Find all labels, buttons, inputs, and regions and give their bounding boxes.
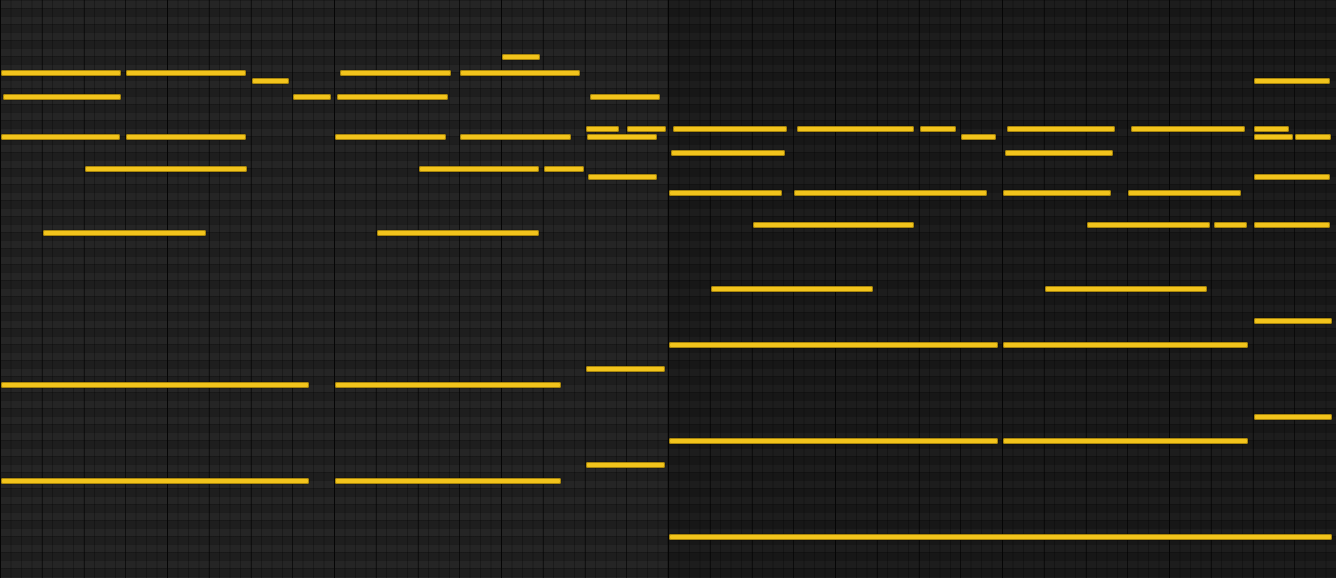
beat-line [292, 0, 293, 578]
midi-note[interactable] [418, 166, 539, 172]
beat-line [1044, 0, 1045, 578]
midi-note[interactable] [673, 126, 788, 132]
midi-note[interactable] [669, 190, 782, 196]
midi-note[interactable] [1295, 134, 1331, 140]
beat-line [418, 0, 419, 578]
beat-line [209, 0, 210, 578]
beat-line [919, 0, 920, 578]
beat-line [710, 0, 711, 578]
midi-note[interactable] [335, 134, 446, 140]
midi-note[interactable] [335, 478, 561, 484]
midi-note[interactable] [919, 126, 957, 132]
midi-note[interactable] [585, 462, 665, 468]
bar-line [501, 0, 502, 578]
midi-note[interactable] [1086, 222, 1210, 228]
beat-line [585, 0, 586, 578]
midi-note[interactable] [627, 126, 666, 132]
midi-note[interactable] [1131, 126, 1246, 132]
midi-note[interactable] [1003, 438, 1249, 444]
bar-line [334, 0, 335, 578]
midi-note[interactable] [84, 166, 248, 172]
midi-note[interactable] [669, 342, 998, 348]
bar-line [167, 0, 168, 578]
midi-note[interactable] [669, 438, 998, 444]
midi-note[interactable] [1003, 190, 1111, 196]
beat-line [877, 0, 878, 578]
midi-note[interactable] [585, 366, 665, 372]
beat-line [1253, 0, 1254, 578]
midi-note[interactable] [1044, 286, 1207, 292]
beat-line [459, 0, 460, 578]
midi-note[interactable] [961, 134, 996, 140]
beat-line [376, 0, 377, 578]
midi-note[interactable] [337, 94, 448, 100]
midi-note[interactable] [1, 478, 309, 484]
midi-note[interactable] [126, 70, 247, 76]
midi-note[interactable] [797, 126, 915, 132]
midi-note[interactable] [1005, 150, 1113, 156]
midi-note[interactable] [794, 190, 988, 196]
midi-note[interactable] [1007, 126, 1115, 132]
midi-note[interactable] [1253, 126, 1290, 132]
midi-note[interactable] [1253, 414, 1332, 420]
beat-line [84, 0, 85, 578]
beat-line [42, 0, 43, 578]
midi-note[interactable] [543, 166, 584, 172]
midi-note[interactable] [42, 230, 206, 236]
midi-note[interactable] [669, 534, 1332, 540]
beat-line [251, 0, 252, 578]
bar-line [0, 0, 1, 578]
midi-note[interactable] [1253, 174, 1330, 180]
midi-note[interactable] [502, 54, 540, 60]
bar-line [1002, 0, 1003, 578]
midi-note[interactable] [671, 150, 785, 156]
midi-note[interactable] [752, 222, 915, 228]
beat-line [960, 0, 961, 578]
midi-note[interactable] [1253, 134, 1294, 140]
midi-note[interactable] [126, 134, 247, 140]
midi-note[interactable] [1003, 342, 1249, 348]
midi-note[interactable] [1253, 222, 1330, 228]
midi-note[interactable] [1253, 78, 1330, 84]
midi-note[interactable] [710, 286, 873, 292]
midi-note[interactable] [460, 134, 571, 140]
beat-line [1211, 0, 1212, 578]
midi-note[interactable] [587, 174, 657, 180]
midi-note[interactable] [1, 382, 309, 388]
midi-note[interactable] [586, 134, 657, 140]
beat-line [543, 0, 544, 578]
midi-note[interactable] [1128, 190, 1242, 196]
beat-line [626, 0, 627, 578]
bar-line [668, 0, 669, 578]
midi-note[interactable] [293, 94, 331, 100]
midi-note[interactable] [1253, 318, 1332, 324]
midi-note[interactable] [3, 94, 122, 100]
midi-note[interactable] [1, 70, 122, 76]
midi-note[interactable] [335, 382, 561, 388]
midi-note[interactable] [585, 126, 619, 132]
beat-line [1294, 0, 1295, 578]
midi-note[interactable] [340, 70, 451, 76]
midi-note[interactable] [376, 230, 539, 236]
midi-note[interactable] [251, 78, 290, 84]
midi-note[interactable] [1, 134, 121, 140]
beat-line [125, 0, 126, 578]
midi-note[interactable] [1213, 222, 1248, 228]
midi-note[interactable] [589, 94, 660, 100]
midi-note[interactable] [460, 70, 581, 76]
